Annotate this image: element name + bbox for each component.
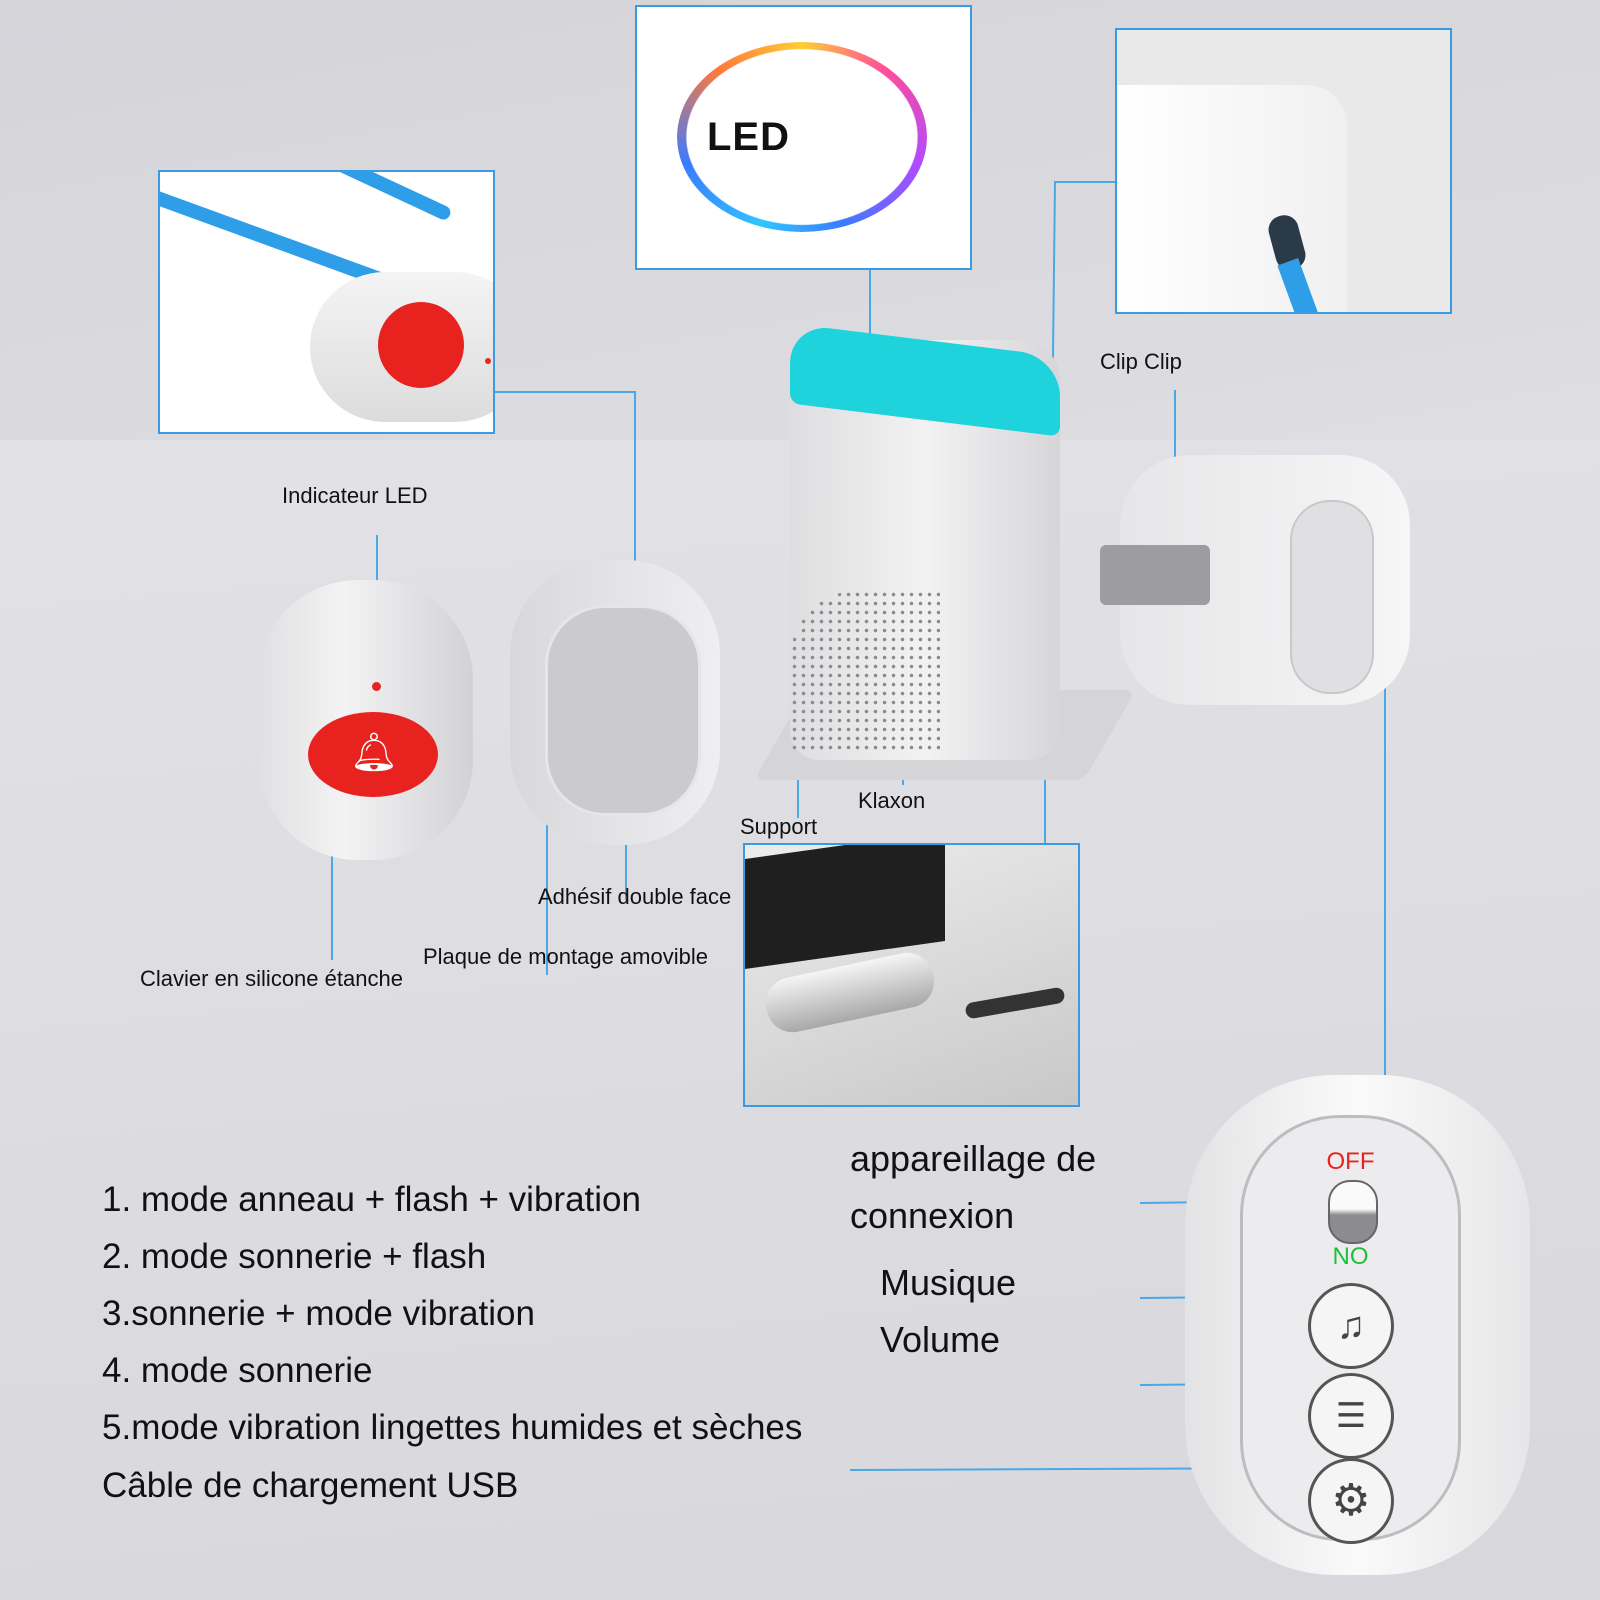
lanyard-strap-top <box>247 172 453 222</box>
pendant-bell-button <box>378 302 464 388</box>
mode-item-4: 4. mode sonnerie <box>102 1351 373 1390</box>
label-keypad: Clavier en silicone étanche <box>140 966 403 991</box>
label-indicator-led: Indicateur LED <box>282 483 428 508</box>
label-support: Support <box>740 814 818 839</box>
label-clip: Clip Clip <box>1100 349 1182 374</box>
label-horn: Klaxon <box>858 788 926 813</box>
bell-button: 🔔︎ <box>308 712 438 797</box>
music-button[interactable]: ♫ <box>1308 1283 1394 1369</box>
inset-usb <box>743 843 1080 1107</box>
side-button-panel <box>1290 500 1374 694</box>
receiver-side-view <box>1100 455 1410 705</box>
volume-button[interactable]: ☰ <box>1308 1373 1394 1459</box>
leader-clip-box <box>1051 181 1115 441</box>
led-cap <box>790 323 1060 437</box>
power-switch[interactable] <box>1328 1180 1378 1244</box>
speaker-grille <box>790 590 940 750</box>
belt-clip <box>1100 545 1210 605</box>
mode-item-2: 2. mode sonnerie + flash <box>102 1237 487 1276</box>
indicator-led-dot <box>372 682 381 691</box>
label-pairing-2: connexion <box>850 1195 1015 1236</box>
device-shadow <box>745 845 945 970</box>
mode-button[interactable]: ⚙ <box>1308 1458 1394 1544</box>
volume-bars-icon: ☰ <box>1335 1397 1367 1435</box>
usb-cable-item: Câble de chargement USB <box>102 1466 519 1505</box>
receiver-body <box>790 323 1060 760</box>
pendant-led-dot <box>485 358 491 364</box>
inset-clip <box>1115 28 1452 314</box>
pendant-transmitter: 🔔︎ <box>258 580 473 860</box>
label-music: Musique <box>880 1262 1017 1303</box>
mode-item-3: 3.sonnerie + mode vibration <box>102 1294 535 1333</box>
led-text: LED <box>707 115 790 159</box>
control-panel: OFF NO ♫ ☰ ⚙ <box>1240 1115 1461 1544</box>
music-icon: ♫ <box>1336 1305 1366 1347</box>
device-top <box>1117 85 1347 312</box>
gear-icon: ⚙ <box>1331 1476 1371 1525</box>
label-adhesive: Adhésif double face <box>538 884 732 909</box>
label-volume: Volume <box>880 1319 1001 1360</box>
label-mounting-plate: Plaque de montage amovible <box>423 944 708 969</box>
lanyard-strap <box>160 187 395 291</box>
bell-icon: 🔔︎ <box>350 732 399 774</box>
inset-lanyard-button <box>158 170 495 434</box>
mounting-plate <box>510 560 720 845</box>
receiver-panel-closeup: OFF NO ♫ ☰ ⚙ <box>1185 1075 1530 1575</box>
switch-on-label: NO <box>1332 1243 1369 1270</box>
label-pairing-1: appareillage de <box>850 1138 1097 1179</box>
leader-lanyard <box>493 391 636 580</box>
mode-item-1: 1. mode anneau + flash + vibration <box>102 1180 641 1219</box>
mode-item-5: 5.mode vibration lingettes humides et sè… <box>102 1408 803 1447</box>
adhesive-pad <box>545 605 701 816</box>
led-ring <box>677 42 927 232</box>
switch-off-label: OFF <box>1326 1148 1375 1175</box>
inset-led: LED <box>635 5 972 270</box>
usb-port <box>964 986 1066 1020</box>
